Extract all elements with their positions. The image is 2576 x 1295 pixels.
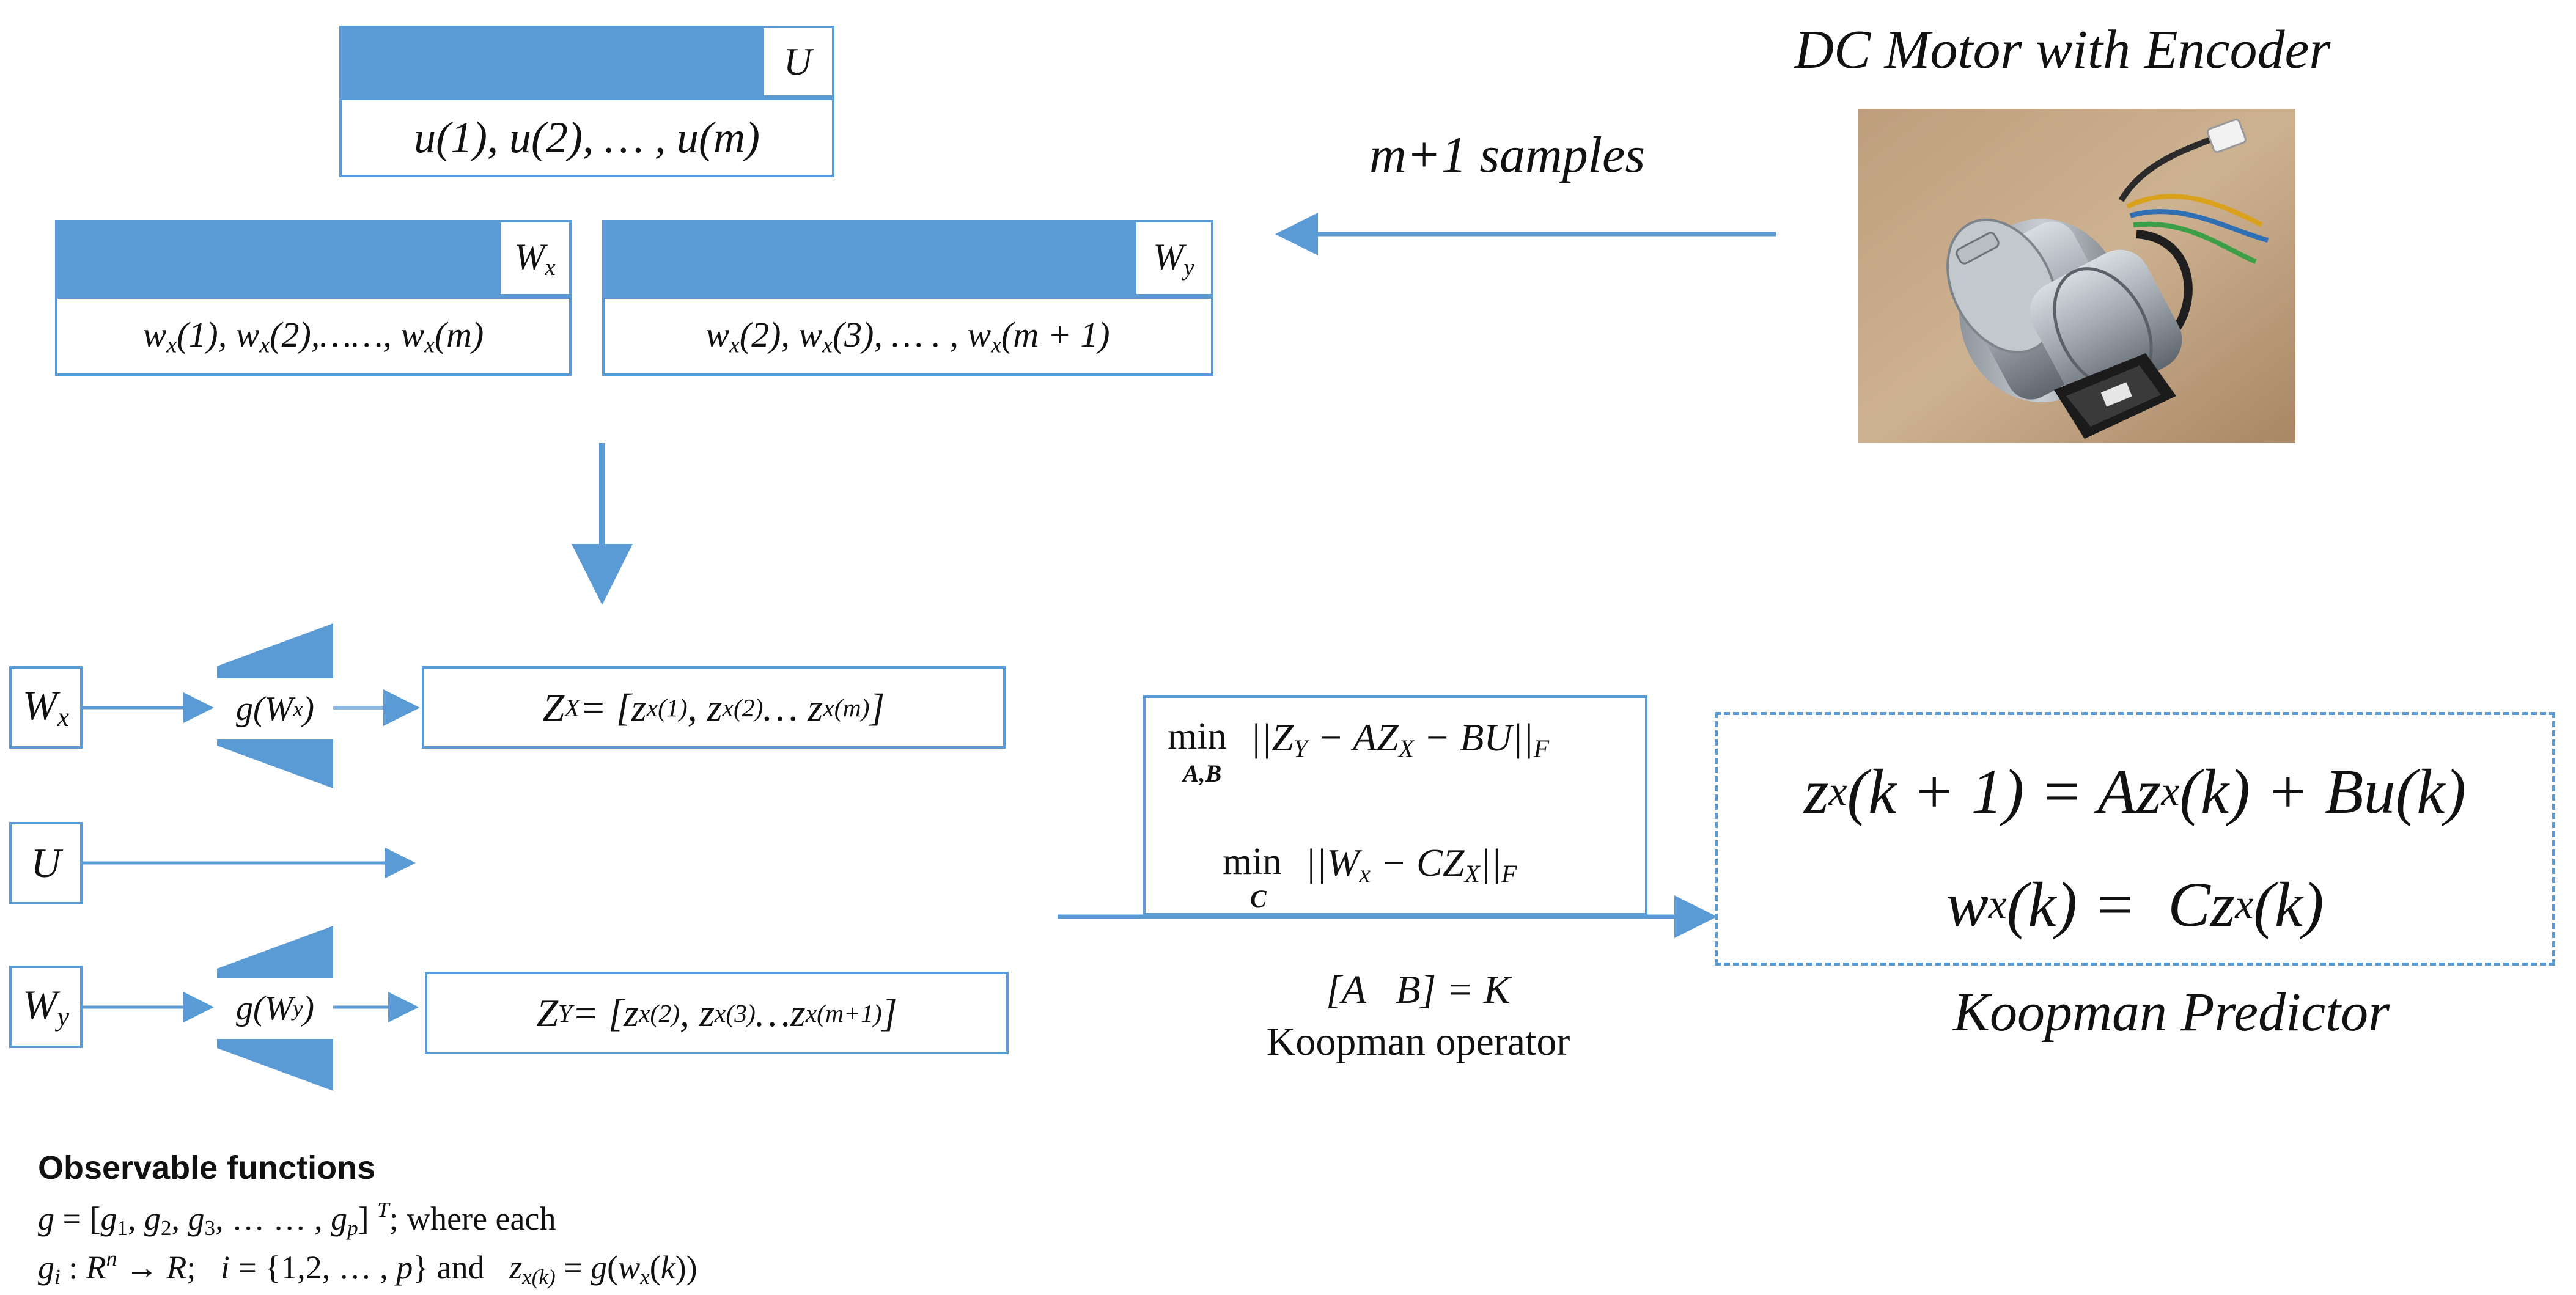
motor-title: DC Motor with Encoder <box>1794 20 2331 80</box>
u-block-header-label: U <box>783 40 812 83</box>
wx-input-box: Wx <box>9 666 83 749</box>
u-block-sequence: u(1), u(2), … , u(m) <box>414 112 760 162</box>
objective-zy: ||ZY − AZX − BU||F <box>1250 716 1550 763</box>
min-ab-operator: min <box>1168 716 1227 757</box>
samples-label: m+1 samples <box>1369 127 1646 183</box>
wy-block-sequence-box: wx(2), wx(3), … . , wx(m + 1) <box>602 296 1213 376</box>
observables-line-1: g = [g1, g2, g3, … … , gp] T; where each <box>38 1198 556 1240</box>
predictor-box <box>1715 712 2555 966</box>
min-ab-subscript: A,B <box>1183 760 1222 787</box>
observables-title: Observable functions <box>38 1150 376 1186</box>
wx-block-header-label-box: Wx <box>498 220 572 296</box>
predictor-label: Koopman Predictor <box>1953 982 2390 1043</box>
wx-block-header-label: Wx <box>514 236 556 281</box>
optimization-line-2: min C ||Wx − CZX||F <box>1223 834 1638 912</box>
optimization-box <box>1143 695 1647 915</box>
zy-box <box>425 972 1009 1054</box>
observables-line-2: gi : Rn → R; i = {1,2, … , p} and zx(k) … <box>38 1247 697 1289</box>
u-block-header-bar <box>339 26 761 98</box>
wy-block-header-bar <box>602 220 1134 296</box>
u-block-header-label-box: U <box>761 26 834 98</box>
optimization-line-1: min A,B ||ZY − AZX − BU||F <box>1165 709 1641 787</box>
objective-wx: ||Wx − CZX||F <box>1305 841 1517 888</box>
wy-input-box: Wy <box>9 966 83 1048</box>
koopman-operator-equation: [A B] = K <box>1326 967 1511 1012</box>
wx-block-header-bar <box>55 220 498 296</box>
wx-block-sequence: wx(1), wx(2),……, wx(m) <box>142 314 484 358</box>
u-block-sequence-box: u(1), u(2), … , u(m) <box>339 98 834 177</box>
dc-motor-photo <box>1858 109 2295 443</box>
min-c-operator: min <box>1223 841 1282 882</box>
wy-block-header-label-box: Wy <box>1134 220 1213 296</box>
zx-box <box>422 666 1006 749</box>
u-input-label: U <box>31 840 61 886</box>
koopman-operator-label: Koopman operator <box>1266 1019 1570 1064</box>
wy-block-sequence: wx(2), wx(3), … . , wx(m + 1) <box>705 314 1110 358</box>
wx-input-label: Wx <box>22 682 70 733</box>
u-input-box: U <box>9 822 83 904</box>
wx-block-sequence-box: wx(1), wx(2),……, wx(m) <box>55 296 572 376</box>
wy-input-label: Wy <box>22 981 70 1032</box>
min-c-subscript: C <box>1250 885 1267 912</box>
wy-block-header-label: Wy <box>1153 236 1194 281</box>
